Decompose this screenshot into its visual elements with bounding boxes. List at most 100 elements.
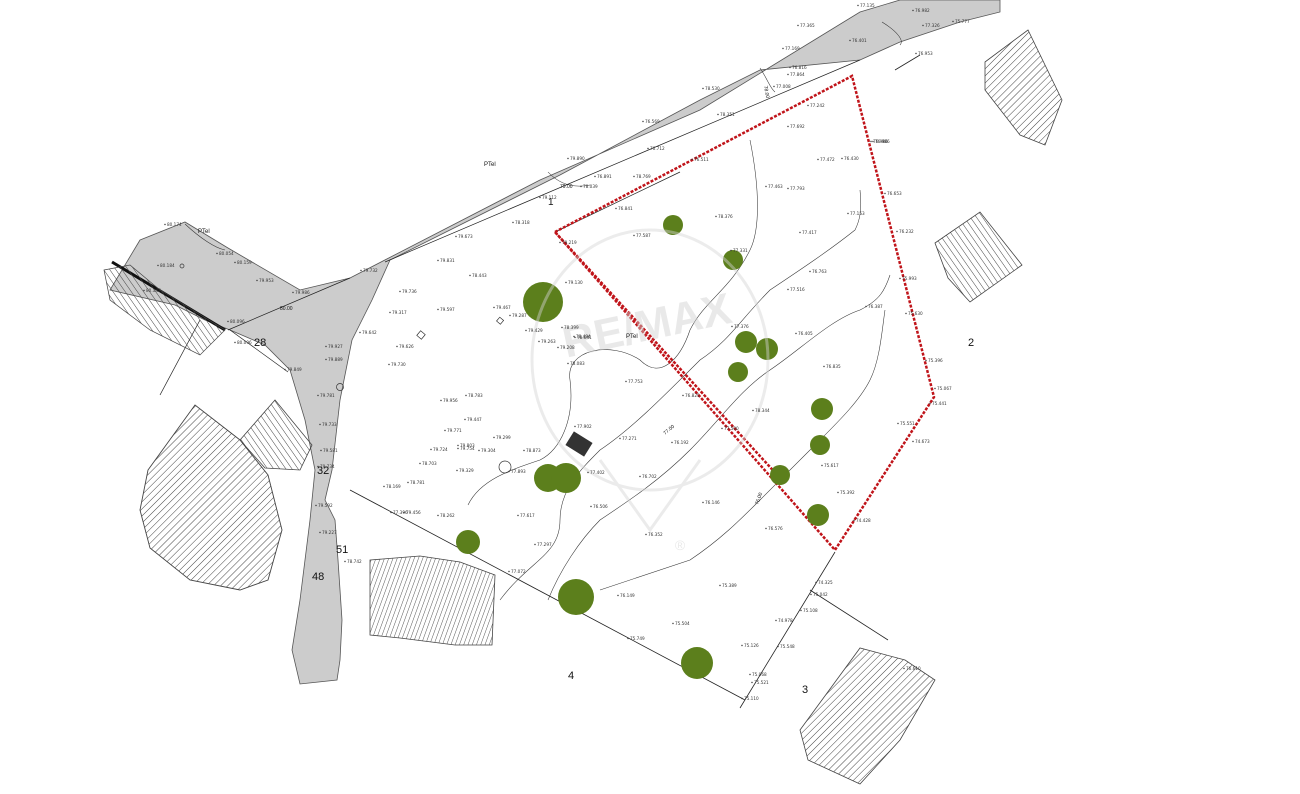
elevation-point-marker bbox=[437, 308, 439, 311]
elevation-value: 79.673 bbox=[458, 234, 473, 239]
elevation-value: 76.712 bbox=[650, 146, 665, 151]
elevation-value: 78.376 bbox=[718, 214, 733, 219]
elevation-value: 77.516 bbox=[790, 287, 805, 292]
elevation-point-marker bbox=[590, 505, 592, 508]
elevation-point-marker bbox=[810, 593, 812, 596]
elevation-value: 77.169 bbox=[785, 46, 800, 51]
elevation-point-marker bbox=[897, 422, 899, 425]
elevation-value: 79.781 bbox=[320, 393, 335, 398]
elevation-point-marker bbox=[399, 290, 401, 293]
elevation-value: 80.096 bbox=[230, 319, 245, 324]
elevation-value: 78.742 bbox=[347, 559, 362, 564]
elevation-value: 76.653 bbox=[887, 191, 902, 196]
road-number: 1 bbox=[548, 197, 554, 208]
elevation-point-marker bbox=[437, 514, 439, 517]
elevation-value: 78.318 bbox=[515, 220, 530, 225]
elevation-point-marker bbox=[388, 363, 390, 366]
elevation-value: 76.982 bbox=[915, 8, 930, 13]
elevation-value: 74.673 bbox=[915, 439, 930, 444]
elevation-point-marker bbox=[464, 418, 466, 421]
elevation-point-marker bbox=[465, 394, 467, 397]
elevation-point-marker bbox=[143, 289, 145, 292]
elevation-value: 76.401 bbox=[852, 38, 867, 43]
elevation-value: 79.597 bbox=[440, 307, 455, 312]
elevation-point-marker bbox=[775, 619, 777, 622]
elevation-value: 75.504 bbox=[675, 621, 690, 626]
map-symbols bbox=[179, 263, 512, 474]
elevation-point-marker bbox=[625, 380, 627, 383]
elevation-point-marker bbox=[403, 511, 405, 514]
elevation-point-marker bbox=[561, 326, 563, 329]
elevation-point-marker bbox=[594, 175, 596, 178]
elevation-value: 80.054 bbox=[219, 251, 234, 256]
elevation-point-marker bbox=[672, 622, 674, 625]
elevation-point-marker bbox=[325, 358, 327, 361]
elevation-point-marker bbox=[730, 249, 732, 252]
elevation-value: 77.793 bbox=[790, 186, 805, 191]
elevation-point-marker bbox=[164, 223, 166, 226]
elevation-value: 79.849 bbox=[287, 367, 302, 372]
elevation-point-marker bbox=[538, 340, 540, 343]
elevation-value: 78.344 bbox=[755, 408, 770, 413]
plot-4-label: 4 bbox=[568, 670, 574, 682]
elevation-point-marker bbox=[525, 329, 527, 332]
elevation-value: 76.953 bbox=[918, 51, 933, 56]
elevation-value: 80.174 bbox=[167, 222, 182, 227]
elevation-point-marker bbox=[567, 362, 569, 365]
plot-32-label: 32 bbox=[317, 465, 329, 477]
elevation-point-marker bbox=[849, 39, 851, 42]
elevation-value: 75.396 bbox=[928, 358, 943, 363]
elevation-value: 74.428 bbox=[856, 518, 871, 523]
elevation-point-marker bbox=[912, 9, 914, 12]
elevation-value: 75.126 bbox=[744, 643, 759, 648]
elevation-value: 75.392 bbox=[840, 490, 855, 495]
tree-icon bbox=[810, 435, 830, 455]
elevation-point-marker bbox=[899, 277, 901, 280]
elevation-value: 76.146 bbox=[705, 500, 720, 505]
elevation-value: 76.891 bbox=[597, 174, 612, 179]
elevation-value: 79.642 bbox=[362, 330, 377, 335]
tree-icon bbox=[723, 250, 743, 270]
elevation-point-marker bbox=[847, 212, 849, 215]
elevation-point-marker bbox=[647, 147, 649, 150]
elevation-value: 78.641 bbox=[577, 335, 592, 340]
elevation-point-marker bbox=[925, 359, 927, 362]
elevation-value: 79.227 bbox=[322, 530, 337, 535]
parcel-lines bbox=[349, 54, 921, 709]
elevation-point-marker bbox=[741, 697, 743, 700]
elevation-point-marker bbox=[360, 269, 362, 272]
elevation-value: 77.463 bbox=[768, 184, 783, 189]
elevation-value: 80.159 bbox=[237, 260, 252, 265]
elevation-value: 79.724 bbox=[433, 447, 448, 452]
elevation-value: 77.135 bbox=[860, 3, 875, 8]
elevation-point-marker bbox=[493, 436, 495, 439]
elevation-point-marker bbox=[865, 305, 867, 308]
elevation-value: 76.232 bbox=[899, 229, 914, 234]
elevation-point-marker bbox=[457, 447, 459, 450]
elevation-point-marker bbox=[915, 52, 917, 55]
elevation-point-marker bbox=[797, 24, 799, 27]
elevation-value: 79.730 bbox=[391, 362, 406, 367]
elevation-point-marker bbox=[493, 306, 495, 309]
elevation-point-marker bbox=[534, 543, 536, 546]
elevation-value: 76.825 bbox=[685, 393, 700, 398]
elevation-value: 79.263 bbox=[541, 339, 556, 344]
elevation-point-marker bbox=[633, 175, 635, 178]
elevation-point-marker bbox=[777, 645, 779, 648]
elevation-point-marker bbox=[587, 471, 589, 474]
elevation-point-marker bbox=[642, 120, 644, 123]
elevation-value: 75.441 bbox=[932, 401, 947, 406]
elevation-value: 79.287 bbox=[512, 313, 527, 318]
elevation-point-marker bbox=[508, 470, 510, 473]
elevation-point-marker bbox=[580, 185, 582, 188]
contour-label: 80.00 bbox=[280, 306, 293, 312]
elevation-value: 77.692 bbox=[790, 124, 805, 129]
elevation-value: 75.777 bbox=[955, 19, 970, 24]
elevation-point-marker bbox=[787, 73, 789, 76]
elevation-value: 76.986 bbox=[875, 139, 890, 144]
elevation-point-marker bbox=[574, 425, 576, 428]
elevation-point-marker bbox=[731, 325, 733, 328]
elevation-point-marker bbox=[419, 462, 421, 465]
elevation-value: 75.110 bbox=[744, 696, 759, 701]
elevation-value: 79.736 bbox=[402, 289, 417, 294]
